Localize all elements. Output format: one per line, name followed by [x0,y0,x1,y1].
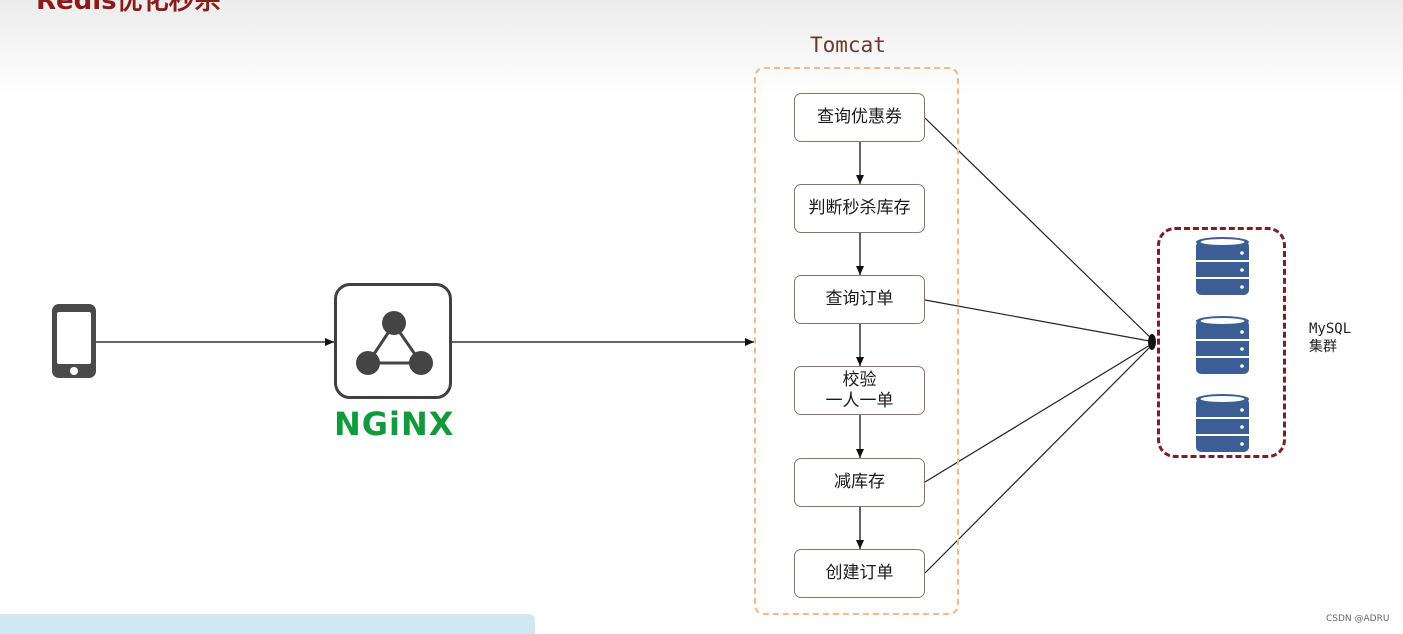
phone-home-button [70,367,78,375]
nginx-logo: NGiNX [334,405,455,443]
db-junction-dot [1148,334,1156,350]
step-reduce-stock: 减库存 [794,458,925,507]
step-label: 创建订单 [825,563,894,583]
smartphone-icon [52,304,96,378]
phone-screen [57,312,91,364]
mysql-cluster-label: MySQL 集群 [1309,320,1351,356]
line-reduce-stock-to-db [924,341,1156,483]
mysql-label-line1: MySQL [1309,321,1352,337]
decorative-wave [0,614,535,634]
tomcat-title: Tomcat [810,33,886,57]
mysql-cluster-frame [1157,227,1286,458]
line-query-order-to-db [924,299,1156,343]
step-query-order: 查询订单 [794,275,925,324]
nginx-icon-box [334,283,452,399]
page-title: Redis优化秒杀 [36,0,221,16]
step-label: 减库存 [834,472,885,492]
line-create-order-to-db [924,341,1156,574]
step-query-coupon: 查询优惠券 [794,93,925,142]
step-create-order: 创建订单 [794,549,925,598]
step-label: 查询订单 [825,289,894,309]
step-label: 校验 一人一单 [825,369,894,411]
step-label: 查询优惠券 [817,107,902,127]
database-icon [1196,316,1249,374]
tomcat-container [754,67,959,615]
mysql-label-line2: 集群 [1309,339,1337,355]
step-check-stock: 判断秒杀库存 [794,184,925,233]
header-band [0,0,1403,95]
step-label: 判断秒杀库存 [808,198,911,218]
watermark: CSDN @ADRU [1326,614,1390,624]
database-icon [1196,237,1249,295]
step-one-per-user: 校验 一人一单 [794,366,925,415]
database-icon [1196,394,1249,452]
line-query-coupon-to-db [924,117,1156,343]
nginx-triangle-icon [356,311,433,375]
